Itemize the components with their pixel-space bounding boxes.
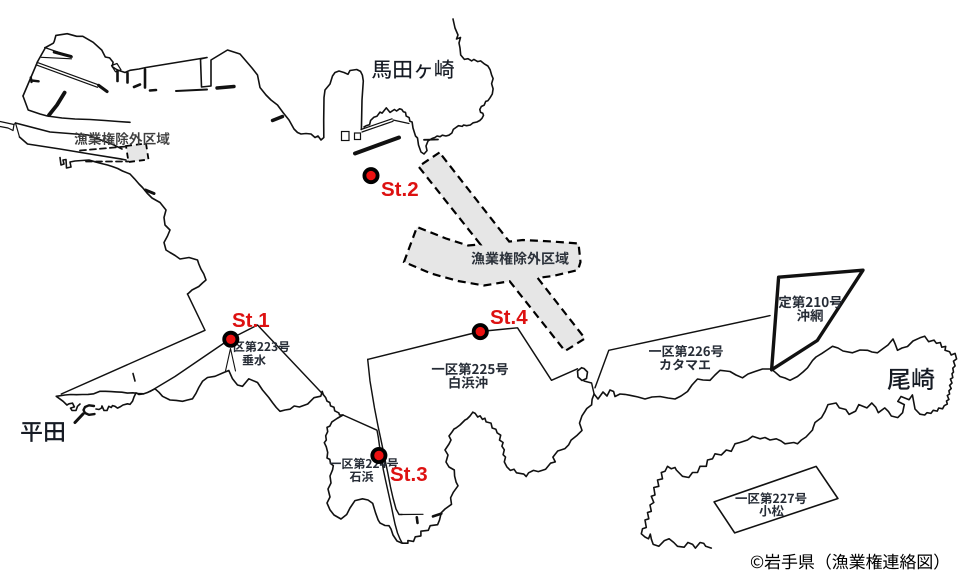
svg-text:St.4: St.4 [490, 306, 528, 329]
svg-text:St.2: St.2 [381, 178, 419, 201]
svg-text:St.1: St.1 [232, 309, 270, 332]
svg-text:St.3: St.3 [390, 463, 428, 486]
